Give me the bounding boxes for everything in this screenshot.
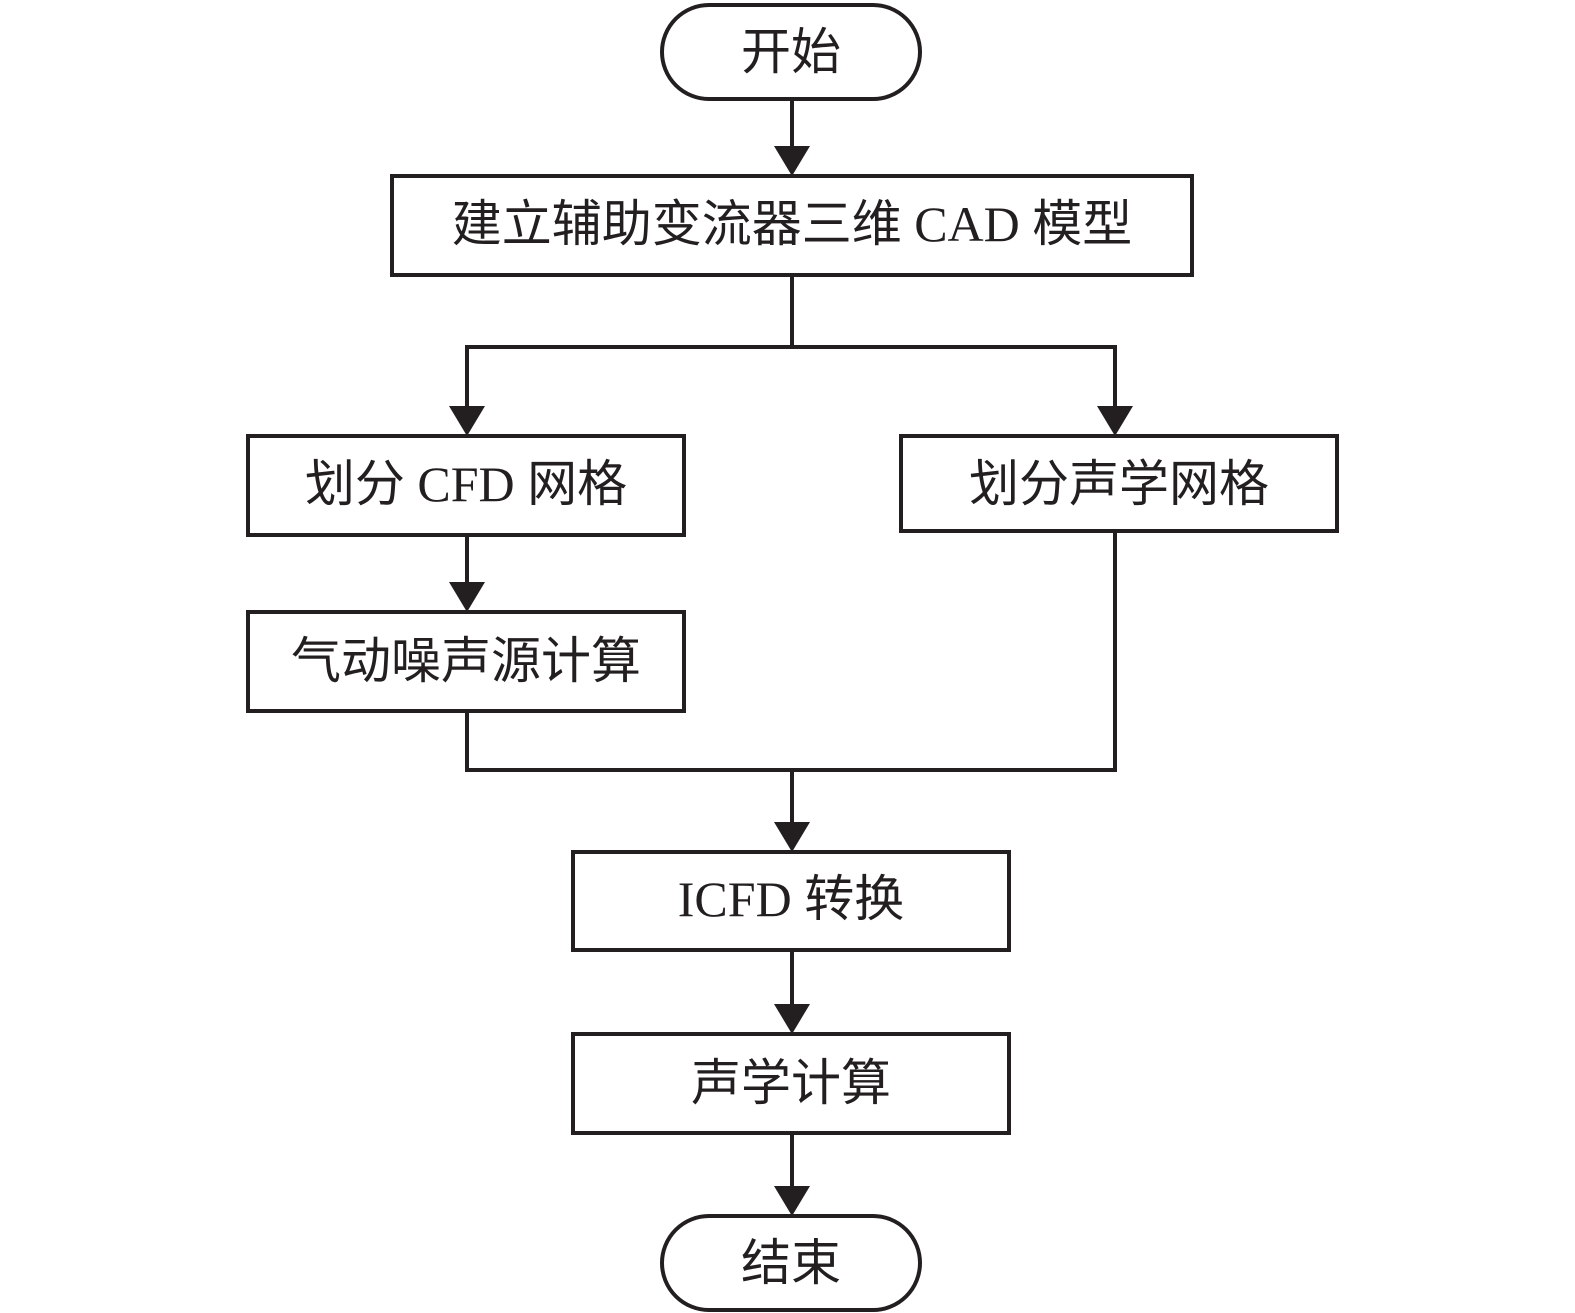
process-shape	[246, 610, 686, 713]
node-end: 结束	[660, 1214, 922, 1312]
node-label: 结束	[741, 1235, 841, 1291]
node-icfd: ICFD 转换	[571, 850, 1011, 952]
node-cad-model: 建立辅助变流器三维 CAD 模型	[390, 174, 1194, 277]
node-label: 声学计算	[691, 1055, 891, 1111]
process-shape	[899, 434, 1339, 533]
node-label: 气动噪声源计算	[291, 633, 641, 689]
arrowhead-cfd-mesh	[449, 406, 485, 436]
arrowhead-end	[774, 1186, 810, 1216]
node-label: 开始	[741, 24, 841, 80]
arrowhead-icfd	[774, 822, 810, 852]
node-label: 建立辅助变流器三维 CAD 模型	[452, 196, 1133, 252]
node-noise-source: 气动噪声源计算	[246, 610, 686, 713]
arrowhead-cad-model	[774, 146, 810, 176]
process-shape	[571, 850, 1011, 952]
node-cfd-mesh: 划分 CFD 网格	[246, 434, 686, 537]
arrowhead-noise-source	[449, 582, 485, 612]
node-label: 划分 CFD 网格	[305, 456, 627, 512]
node-acoustic-calc: 声学计算	[571, 1032, 1011, 1135]
process-shape	[571, 1032, 1011, 1135]
node-label: ICFD 转换	[678, 871, 904, 927]
edge-split-bar	[465, 345, 1117, 406]
node-label: 划分声学网格	[969, 456, 1269, 512]
node-acoustic-mesh: 划分声学网格	[899, 434, 1339, 533]
node-start: 开始	[660, 3, 922, 101]
arrowhead-acoustic-mesh	[1097, 406, 1133, 436]
edges	[449, 99, 1133, 1216]
arrowhead-acoustic-calc	[774, 1004, 810, 1034]
terminal-shape	[660, 3, 922, 101]
process-shape	[390, 174, 1194, 277]
terminal-shape	[660, 1214, 922, 1312]
process-shape	[246, 434, 686, 537]
